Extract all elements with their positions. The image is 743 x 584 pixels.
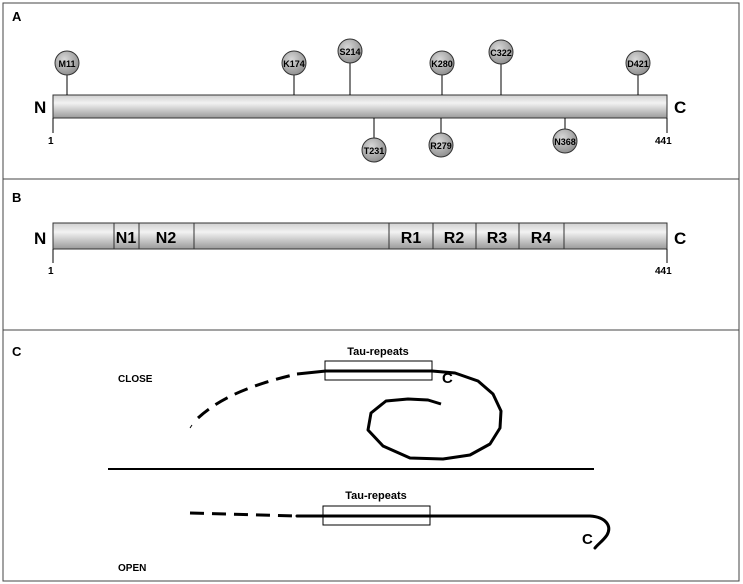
site-label-k280: K280 (431, 59, 453, 69)
panel-a-letter: A (12, 9, 22, 24)
open-c-terminus: C (582, 531, 593, 548)
site-label-n368: N368 (554, 137, 576, 147)
close-dash-fragment (189, 424, 193, 429)
domain-r4: R4 (531, 230, 552, 247)
domain-r1: R1 (401, 230, 422, 247)
start-label-b: 1 (48, 266, 54, 277)
site-label-s214: S214 (339, 47, 360, 57)
open-repeats-box (322, 505, 431, 526)
site-label-c322: C322 (490, 48, 512, 58)
site-label-r279: R279 (430, 141, 452, 151)
c-terminus-a: C (674, 98, 686, 117)
close-n-terminal-dashed (196, 372, 298, 420)
protein-bar-b (52, 222, 668, 250)
panel-b-letter: B (12, 190, 21, 205)
n-terminus-a: N (34, 98, 46, 117)
site-k174: K174 (281, 50, 307, 95)
domain-r2: R2 (444, 230, 465, 247)
site-r279: R279 (428, 118, 454, 158)
close-label: CLOSE (118, 374, 153, 385)
n-terminus-b: N (34, 229, 46, 248)
close-c-terminus: C (442, 370, 453, 387)
panel-c-letter: C (12, 344, 22, 359)
panel-b-frame (2, 178, 740, 331)
site-k280: K280 (429, 50, 455, 95)
domain-n1: N1 (116, 230, 137, 247)
open-label: OPEN (118, 563, 146, 574)
end-label-b: 441 (655, 266, 672, 277)
site-s214: S214 (337, 38, 363, 95)
site-c322: C322 (488, 39, 514, 95)
end-label-a: 441 (655, 136, 672, 147)
site-m11: M11 (54, 50, 80, 95)
site-label-k174: K174 (283, 59, 305, 69)
open-chain (295, 514, 611, 550)
site-label-d421: D421 (627, 59, 649, 69)
c-terminus-b: C (674, 229, 686, 248)
open-repeats-label: Tau-repeats (345, 490, 407, 502)
close-repeats-label: Tau-repeats (347, 346, 409, 358)
close-chain (296, 369, 503, 461)
close-repeats-box (324, 360, 433, 381)
site-n368: N368 (552, 118, 578, 154)
site-label-t231: T231 (364, 146, 385, 156)
domain-dividers (113, 223, 565, 249)
domain-r3: R3 (487, 230, 508, 247)
site-d421: D421 (625, 50, 651, 95)
domain-n2: N2 (156, 230, 177, 247)
panel-c-frame (2, 329, 740, 582)
site-t231: T231 (361, 118, 387, 163)
site-label-m11: M11 (58, 59, 75, 69)
open-n-terminal-dashed (189, 511, 298, 518)
protein-bar-a (52, 94, 668, 119)
start-label-a: 1 (48, 136, 54, 147)
